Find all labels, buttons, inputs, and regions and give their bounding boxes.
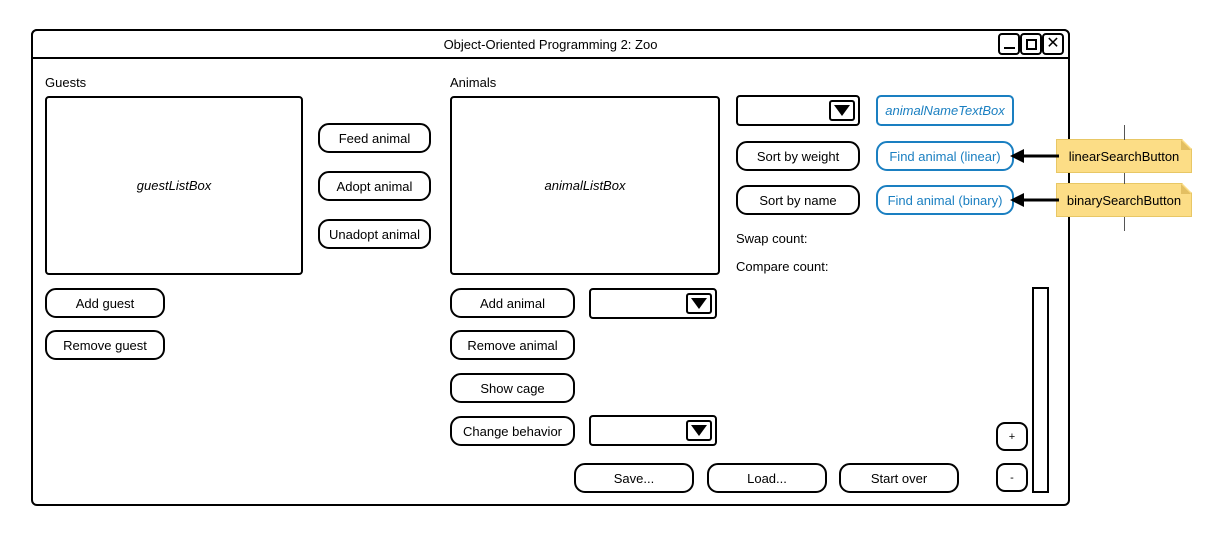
- chevron-down-icon[interactable]: [829, 100, 855, 121]
- add-guest-label: Add guest: [75, 295, 135, 311]
- change-behavior-button[interactable]: Change behavior: [450, 416, 575, 446]
- maximize-icon: [1025, 38, 1037, 50]
- animal-list-box-placeholder: animalListBox: [544, 178, 626, 193]
- behavior-type-combo[interactable]: [589, 415, 717, 446]
- chevron-down-icon[interactable]: [686, 420, 712, 441]
- feed-animal-button[interactable]: Feed animal: [318, 123, 431, 153]
- minimize-icon: [1003, 46, 1015, 49]
- note-fold-icon: [1181, 184, 1191, 194]
- zoom-out-button[interactable]: -: [996, 463, 1028, 492]
- add-animal-type-combo[interactable]: [589, 288, 717, 319]
- search-scope-combo[interactable]: [736, 95, 860, 126]
- add-animal-button[interactable]: Add animal: [450, 288, 575, 318]
- guide-line-middle: [1124, 173, 1125, 184]
- minus-icon: -: [1010, 471, 1014, 484]
- window-controls: ✕: [998, 33, 1064, 55]
- compare-count-label: Compare count:: [736, 259, 829, 274]
- callout-linear-search-text: linearSearchButton: [1068, 148, 1180, 164]
- sort-by-name-button[interactable]: Sort by name: [736, 185, 860, 215]
- guide-line-top: [1124, 125, 1125, 140]
- plus-icon: +: [1008, 430, 1016, 443]
- sort-by-weight-label: Sort by weight: [756, 148, 840, 164]
- callout-binary-search: binarySearchButton: [1056, 183, 1192, 217]
- sort-by-name-label: Sort by name: [759, 192, 837, 208]
- guide-line-bottom: [1124, 217, 1125, 231]
- feed-animal-label: Feed animal: [338, 130, 411, 146]
- adopt-animal-button[interactable]: Adopt animal: [318, 171, 431, 201]
- vertical-scrollbar[interactable]: [1032, 287, 1049, 493]
- show-cage-label: Show cage: [480, 380, 545, 396]
- add-guest-button[interactable]: Add guest: [45, 288, 165, 318]
- animals-section-label: Animals: [450, 75, 497, 90]
- start-over-label: Start over: [870, 470, 928, 486]
- binary-search-button[interactable]: Find animal (binary): [876, 185, 1014, 215]
- show-cage-button[interactable]: Show cage: [450, 373, 575, 403]
- sort-by-weight-button[interactable]: Sort by weight: [736, 141, 860, 171]
- maximize-button[interactable]: [1020, 33, 1042, 55]
- binary-search-label: Find animal (binary): [887, 192, 1003, 208]
- add-animal-label: Add animal: [479, 295, 546, 311]
- chevron-down-icon[interactable]: [686, 293, 712, 314]
- animal-name-text-box[interactable]: animalNameTextBox: [876, 95, 1014, 126]
- close-button[interactable]: ✕: [1042, 33, 1064, 55]
- swap-count-label: Swap count:: [736, 231, 808, 246]
- animal-list-box[interactable]: animalListBox: [450, 96, 720, 275]
- unadopt-animal-label: Unadopt animal: [328, 226, 421, 242]
- unadopt-animal-button[interactable]: Unadopt animal: [318, 219, 431, 249]
- callout-linear-search: linearSearchButton: [1056, 139, 1192, 173]
- adopt-animal-label: Adopt animal: [336, 178, 413, 194]
- remove-animal-button[interactable]: Remove animal: [450, 330, 575, 360]
- callout-binary-search-text: binarySearchButton: [1066, 192, 1182, 208]
- close-icon: ✕: [1046, 35, 1060, 52]
- zoom-in-button[interactable]: +: [996, 422, 1028, 451]
- guest-list-box[interactable]: guestListBox: [45, 96, 303, 275]
- start-over-button[interactable]: Start over: [839, 463, 959, 493]
- animal-name-text-box-value: animalNameTextBox: [885, 103, 1005, 118]
- linear-search-label: Find animal (linear): [889, 148, 1001, 164]
- title-bar: Object-Oriented Programming 2: Zoo ✕: [31, 29, 1070, 59]
- window-title: Object-Oriented Programming 2: Zoo: [443, 36, 658, 52]
- change-behavior-label: Change behavior: [462, 423, 563, 439]
- save-label: Save...: [613, 470, 655, 486]
- remove-guest-button[interactable]: Remove guest: [45, 330, 165, 360]
- load-button[interactable]: Load...: [707, 463, 827, 493]
- save-button[interactable]: Save...: [574, 463, 694, 493]
- remove-animal-label: Remove animal: [467, 337, 558, 353]
- guests-section-label: Guests: [45, 75, 87, 90]
- minimize-button[interactable]: [998, 33, 1020, 55]
- remove-guest-label: Remove guest: [63, 337, 147, 353]
- note-fold-icon: [1181, 140, 1191, 150]
- guest-list-box-placeholder: guestListBox: [136, 178, 212, 193]
- linear-search-button[interactable]: Find animal (linear): [876, 141, 1014, 171]
- load-label: Load...: [747, 470, 787, 486]
